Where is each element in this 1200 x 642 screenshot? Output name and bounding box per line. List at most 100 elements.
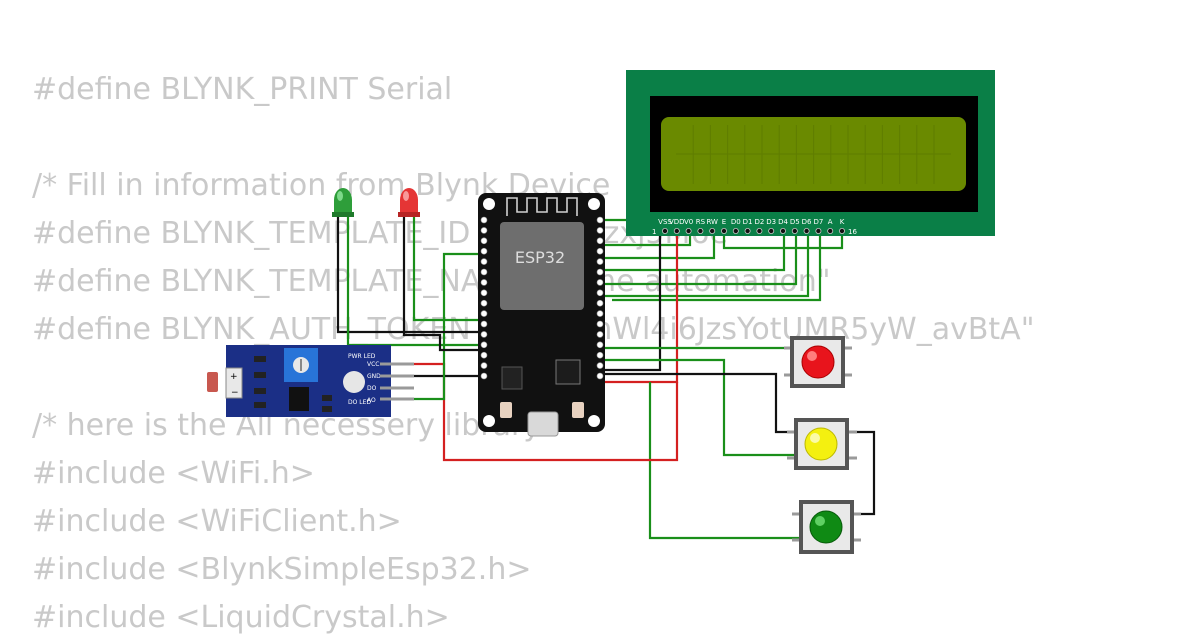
esp32-pin[interactable]	[596, 247, 604, 255]
wire-lcd-d4[interactable]	[600, 232, 786, 272]
wire-lcd-d6[interactable]	[600, 232, 810, 298]
esp32-module	[500, 222, 584, 310]
mount-hole	[588, 415, 600, 427]
lcd-pin-label: D3	[766, 218, 776, 226]
led-green-rim	[332, 212, 354, 217]
wire-button-green[interactable]	[648, 382, 800, 540]
pwr-led-label: PWR LED	[348, 353, 376, 360]
lcd-pin-label: A	[828, 218, 833, 226]
esp32-pin[interactable]	[480, 341, 488, 349]
lcd-pins	[662, 227, 846, 234]
mount-hole	[483, 415, 495, 427]
esp32-pin[interactable]	[480, 372, 488, 380]
esp32-pin[interactable]	[480, 216, 488, 224]
lcd-pin-label: D7	[813, 218, 823, 226]
lcd-pin-pad	[662, 227, 669, 234]
lcd-pin-pad	[803, 227, 810, 234]
lcd-pin-label: VDD	[669, 218, 685, 226]
wire-button-ground[interactable]	[600, 372, 795, 434]
wire-button-chain[interactable]	[850, 430, 876, 516]
lcd-pin-pad	[768, 227, 775, 234]
esp32-pin[interactable]	[596, 227, 604, 234]
lcd-pin-end: 16	[848, 228, 857, 236]
button-cap-shine	[807, 351, 817, 361]
photo-diode	[343, 371, 365, 393]
mount-hole	[483, 198, 495, 210]
code-line: #define BLYNK_PRINT Serial	[32, 72, 453, 107]
esp32-pin[interactable]	[596, 299, 604, 307]
esp32-board[interactable]: ESP32	[478, 193, 605, 437]
lcd-char-grid	[676, 125, 951, 184]
esp32-pin[interactable]	[480, 299, 488, 307]
esp32-pin[interactable]	[596, 279, 604, 286]
wire-led-green-signal[interactable]	[346, 217, 484, 347]
wire-lcd-rs[interactable]	[600, 232, 692, 247]
smd-resistor	[254, 388, 266, 394]
esp32-pin[interactable]	[596, 372, 604, 380]
esp32-pin[interactable]	[480, 258, 488, 265]
esp32-pin[interactable]	[596, 351, 604, 359]
esp32-pin[interactable]	[480, 289, 488, 297]
esp32-pin[interactable]	[480, 320, 488, 328]
led-green-shine	[337, 191, 343, 201]
lcd-pin-pad	[709, 227, 716, 234]
esp32-pin[interactable]	[480, 237, 488, 245]
led-red[interactable]	[398, 188, 420, 217]
lcd-pin-label: RW	[706, 218, 718, 226]
esp32-pin[interactable]	[596, 362, 604, 369]
esp32-pin[interactable]	[480, 351, 488, 359]
wire-lcd-d5[interactable]	[600, 232, 798, 286]
esp32-pin[interactable]	[596, 341, 604, 349]
wire-lcd-e[interactable]	[600, 232, 716, 260]
button-cap[interactable]	[809, 510, 843, 544]
esp32-pin[interactable]	[480, 310, 488, 317]
button-cap-shine	[815, 516, 825, 526]
esp32-pin[interactable]	[480, 268, 488, 276]
esp32-right-pins	[596, 216, 604, 380]
lcd-pin-label: V0	[684, 218, 693, 226]
button-cap[interactable]	[801, 345, 835, 379]
esp32-pin[interactable]	[596, 258, 604, 265]
wire-led-red-signal[interactable]	[412, 217, 484, 322]
esp32-pin[interactable]	[596, 320, 604, 328]
wire-led-green[interactable]	[336, 217, 484, 334]
button-cap[interactable]	[804, 427, 838, 461]
esp32-pin[interactable]	[480, 362, 488, 369]
pushbutton-green[interactable]	[792, 500, 861, 554]
lcd-pin-label: D0	[731, 218, 741, 226]
boot-button[interactable]	[572, 402, 584, 418]
mount-hole	[588, 198, 600, 210]
led-green[interactable]	[332, 188, 354, 217]
lcd-pin-label: D1	[743, 218, 753, 226]
smd-resistor	[254, 402, 266, 408]
esp32-pin[interactable]	[596, 237, 604, 245]
code-line: #include <WiFi.h>	[32, 456, 315, 491]
esp32-pin[interactable]	[596, 216, 604, 224]
wire-module-vcc[interactable]	[413, 362, 679, 462]
esp32-left-pins	[480, 216, 488, 380]
wire-lcd-ground[interactable]	[600, 232, 662, 372]
esp32-pin[interactable]	[596, 331, 604, 338]
pushbutton-yellow[interactable]	[787, 418, 857, 470]
esp32-pin[interactable]	[480, 247, 488, 255]
en-button[interactable]	[500, 402, 512, 418]
wire-module-ao[interactable]	[413, 252, 484, 401]
wire-lcd-d7[interactable]	[612, 232, 822, 302]
esp32-pin[interactable]	[596, 268, 604, 276]
lcd-pin-start: 1	[652, 228, 656, 236]
esp32-pin[interactable]	[480, 227, 488, 234]
esp32-pin[interactable]	[596, 289, 604, 297]
lcd-pin-label: K	[840, 218, 845, 226]
pushbutton-red[interactable]	[784, 336, 852, 388]
wire-led-red[interactable]	[402, 217, 484, 352]
esp32-pin[interactable]	[596, 310, 604, 317]
wire-button-yellow[interactable]	[600, 358, 795, 457]
esp32-pin[interactable]	[480, 331, 488, 338]
lcd-pin-pad	[685, 227, 692, 234]
wire-lcd-k[interactable]	[722, 232, 844, 250]
ldr-sensor-module[interactable]: + − PWR LED DO LED VCC GND DO AO	[207, 345, 414, 417]
module-pin-ao: AO	[367, 397, 376, 404]
esp32-pin[interactable]	[480, 279, 488, 286]
